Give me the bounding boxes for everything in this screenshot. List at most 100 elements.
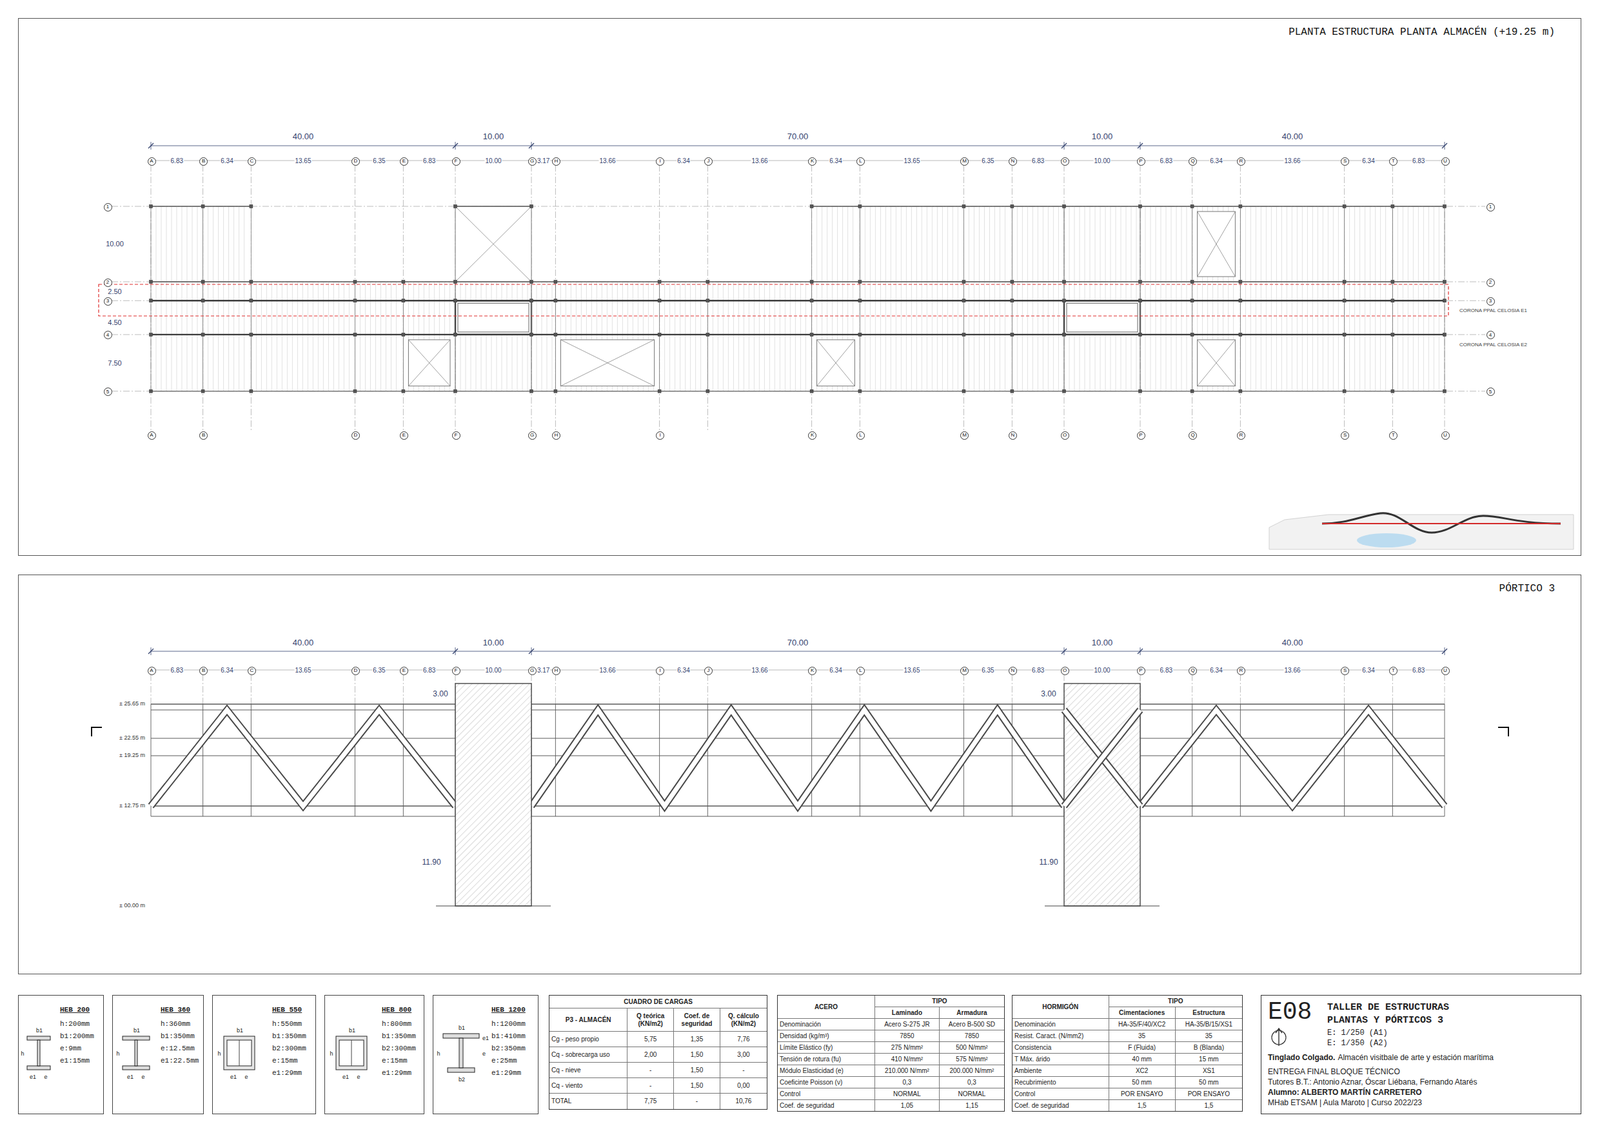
bay-outline xyxy=(1140,300,1193,335)
joist xyxy=(328,300,329,335)
joist xyxy=(759,334,760,392)
dimension-symbol: e1 xyxy=(342,1074,349,1081)
dimension-label: 6.34 xyxy=(676,666,691,674)
dimension-symbol: e xyxy=(141,1074,145,1081)
level-label: ± 22.55 m xyxy=(118,735,146,742)
void-cross xyxy=(817,339,856,387)
joist xyxy=(1110,334,1112,392)
table-cell: HA-35/B/15/XS1 xyxy=(1175,1018,1243,1031)
joist xyxy=(942,206,943,282)
grid-bubble: B xyxy=(199,431,208,440)
joist xyxy=(328,334,329,392)
table-cell: Cq - viento xyxy=(549,1078,628,1094)
table-cell: Denominación xyxy=(1012,1018,1110,1031)
void-cross xyxy=(560,339,654,387)
column-mark xyxy=(1443,205,1447,209)
grid-letter: I xyxy=(659,432,661,438)
joist xyxy=(385,281,387,301)
joist xyxy=(1176,300,1177,335)
joist xyxy=(536,334,538,392)
grid-bubble: K xyxy=(808,157,817,166)
joist xyxy=(1349,300,1350,335)
grid-bubble: E xyxy=(399,157,409,166)
joist xyxy=(166,300,168,335)
joist xyxy=(684,300,686,335)
grid-bubble: U xyxy=(1441,666,1450,676)
joist xyxy=(1233,281,1234,301)
truss-diagonal xyxy=(531,710,1065,807)
table-cell: 7850 xyxy=(939,1030,1005,1043)
column-mark xyxy=(1443,280,1447,284)
joist xyxy=(748,334,750,392)
joist xyxy=(1032,334,1034,392)
grid-bubble: I xyxy=(655,157,665,166)
joist xyxy=(1053,206,1054,282)
table-header: Q teórica (KN/m2) xyxy=(627,1008,674,1032)
column-mark xyxy=(962,389,966,393)
joist xyxy=(869,334,871,392)
dimension-symbol: h xyxy=(217,1051,221,1057)
grid-letter: S xyxy=(1343,668,1347,674)
joist xyxy=(821,300,823,335)
joist xyxy=(784,300,786,335)
joist xyxy=(1255,206,1257,282)
joist xyxy=(916,300,918,335)
dimension-symbol: b1 xyxy=(348,1027,356,1034)
joist xyxy=(795,334,796,392)
grid-bubble: F xyxy=(452,157,461,166)
joist xyxy=(333,334,335,392)
core-opening-inner xyxy=(457,303,529,333)
joist xyxy=(642,300,644,335)
joist xyxy=(281,300,283,335)
joist xyxy=(517,334,518,392)
drawing-panel: PLANTA ESTRUCTURA PLANTA ALMACÉN (+19.25… xyxy=(18,18,1582,556)
joist xyxy=(690,281,691,301)
column-mark xyxy=(809,280,814,284)
ground-line xyxy=(435,905,551,907)
joist xyxy=(1433,281,1435,301)
joist xyxy=(1160,300,1162,335)
column-mark xyxy=(553,299,558,303)
joist xyxy=(728,300,729,335)
truss-post xyxy=(1191,704,1193,817)
dimension-label: 6.83 xyxy=(170,666,184,674)
sheet-code: E08 xyxy=(1267,998,1312,1027)
table-cell: 1,15 xyxy=(939,1100,1005,1112)
grid-bubble: N xyxy=(1008,157,1018,166)
joist xyxy=(156,334,157,392)
dimension-symbol: h xyxy=(436,1051,440,1057)
truss-diagonal-core xyxy=(1064,710,1141,807)
column-mark xyxy=(353,299,357,303)
grid-letter: R xyxy=(1239,158,1244,164)
joist xyxy=(1286,206,1288,282)
column-mark xyxy=(1190,389,1194,393)
joist xyxy=(1032,300,1034,335)
bay-outline xyxy=(659,334,709,392)
column-mark xyxy=(149,205,153,209)
joist xyxy=(192,206,193,282)
joist xyxy=(957,206,959,282)
column-mark xyxy=(657,299,662,303)
joist xyxy=(1037,206,1039,282)
joist xyxy=(800,300,801,335)
column-mark xyxy=(962,205,966,209)
table-cell: Coeficinte Poisson (ν) xyxy=(777,1076,876,1089)
table-cell: 40 mm xyxy=(1109,1053,1176,1066)
joist xyxy=(460,334,462,392)
joist xyxy=(906,206,907,282)
profile-name: HEB 360 xyxy=(160,1006,191,1014)
joist xyxy=(627,300,629,335)
data-table: ACEROTIPOLaminadoArmaduraDenominaciónAce… xyxy=(777,995,1005,1112)
joist xyxy=(664,334,665,392)
dimension-label: 13.66 xyxy=(598,666,616,674)
bay-outline xyxy=(963,300,1012,335)
joist xyxy=(276,334,278,392)
column-mark xyxy=(1391,280,1395,284)
grid-bubble: L xyxy=(856,431,865,440)
joist xyxy=(1004,281,1006,301)
joist xyxy=(984,300,985,335)
joist xyxy=(375,300,376,335)
profile-spec: e:9mm xyxy=(59,1044,82,1053)
table-cell: 0,00 xyxy=(720,1078,767,1094)
joist xyxy=(1115,334,1117,392)
